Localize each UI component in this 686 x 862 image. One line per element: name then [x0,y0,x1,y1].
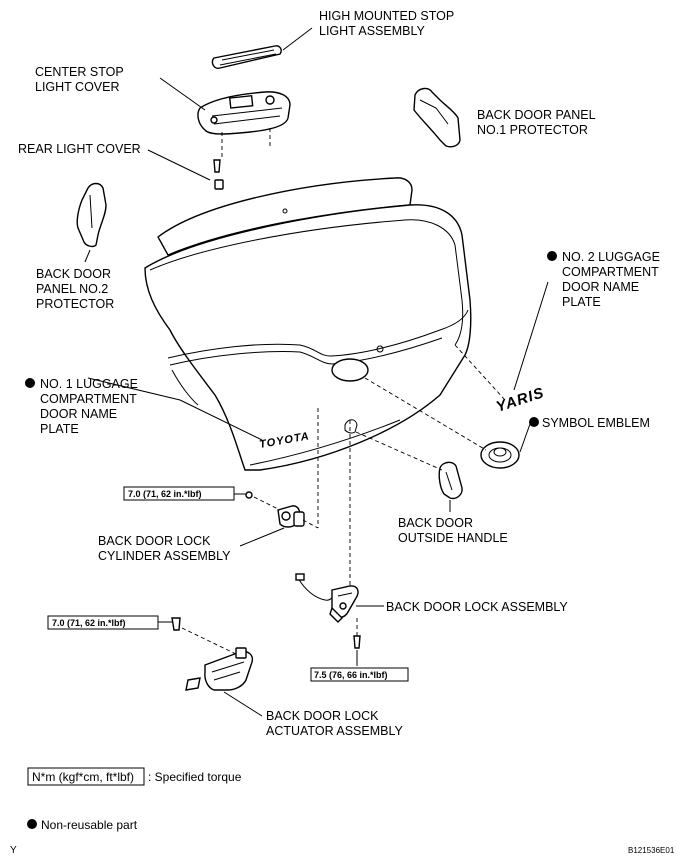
label-name-plate-no1-2: COMPARTMENT [40,392,137,406]
leader-nameplate-no2 [513,281,549,391]
label-rear-light-cover: REAR LIGHT COVER [18,142,141,156]
corner-mark: Y [10,845,17,856]
legend: N*m (kgf*cm, ft*lbf) : Specified torque … [27,767,242,832]
label-actuator-2: ACTUATOR ASSEMBLY [266,724,404,738]
label-panel-no1-1: BACK DOOR PANEL [477,108,596,122]
label-name-plate-no2-4: PLATE [562,295,601,309]
yaris-nameplate-text: YARIS [494,384,547,416]
outside-handle [355,431,463,512]
legend-nonreusable: Non-reusable part [41,818,138,832]
torque-actuator: 7.0 (71, 62 in.*lbf) [52,618,126,628]
label-name-plate-no2-1: NO. 2 LUGGAGE [562,250,660,264]
torque-lock-assembly: 7.5 (76, 66 in.*lbf) [314,670,388,680]
figure-id: B121536E01 [628,846,675,855]
symbol-emblem [364,377,531,469]
high-mounted-stop-light [211,27,313,70]
label-actuator-1: BACK DOOR LOCK [266,709,379,723]
label-high-mounted-stop-1: HIGH MOUNTED STOP [319,9,454,23]
label-name-plate-no1-1: NO. 1 LUGGAGE [40,377,138,391]
label-panel-no2-2: PANEL NO.2 [36,282,108,296]
torque-box-lock-assembly: 7.5 (76, 66 in.*lbf) [310,667,409,682]
label-high-mounted-stop-2: LIGHT ASSEMBLY [319,24,425,38]
label-center-stop-2: LIGHT COVER [35,80,120,94]
lock-actuator-assembly [171,617,263,717]
label-name-plate-no2-3: DOOR NAME [562,280,639,294]
label-panel-no2-1: BACK DOOR [36,267,111,281]
lock-cylinder-assembly [239,408,319,547]
nonreusable-dot-emblem [529,417,539,427]
torque-lock-cylinder: 7.0 (71, 62 in.*lbf) [128,489,202,499]
label-symbol-emblem: SYMBOL EMBLEM [542,416,650,430]
label-name-plate-no1-3: DOOR NAME [40,407,117,421]
panel-no2-protector [76,182,107,263]
torque-box-actuator: 7.0 (71, 62 in.*lbf) [47,615,172,630]
nonreusable-dot-no1 [25,378,35,388]
center-stop-light-cover [159,77,291,158]
label-name-plate-no2-2: COMPARTMENT [562,265,659,279]
nonreusable-dot-no2 [547,251,557,261]
leader-nameplate-no1 [87,377,181,401]
back-door-lock-assembly [295,420,384,666]
label-lock-assembly: BACK DOOR LOCK ASSEMBLY [386,600,568,614]
label-outside-handle-1: BACK DOOR [398,516,473,530]
legend-torque-box: N*m (kgf*cm, ft*lbf) [32,770,134,784]
rear-light-cover [147,149,224,190]
back-door-panel [144,177,472,471]
leader-nameplate-no1b [179,399,263,441]
legend-nonreusable-dot [27,819,37,829]
labels: HIGH MOUNTED STOP LIGHT ASSEMBLY CENTER … [18,9,660,738]
label-lock-cylinder-2: CYLINDER ASSEMBLY [98,549,231,563]
yaris-nameplate: YARIS [494,384,547,416]
label-outside-handle-2: OUTSIDE HANDLE [398,531,508,545]
panel-no1-protector [413,87,461,148]
torque-box-lock-cylinder: 7.0 (71, 62 in.*lbf) [123,486,246,501]
label-panel-no1-2: NO.1 PROTECTOR [477,123,588,137]
label-panel-no2-3: PROTECTOR [36,297,114,311]
label-lock-cylinder-1: BACK DOOR LOCK [98,534,211,548]
legend-torque-desc: : Specified torque [148,770,242,784]
label-name-plate-no1-4: PLATE [40,422,79,436]
label-center-stop-1: CENTER STOP [35,65,124,79]
